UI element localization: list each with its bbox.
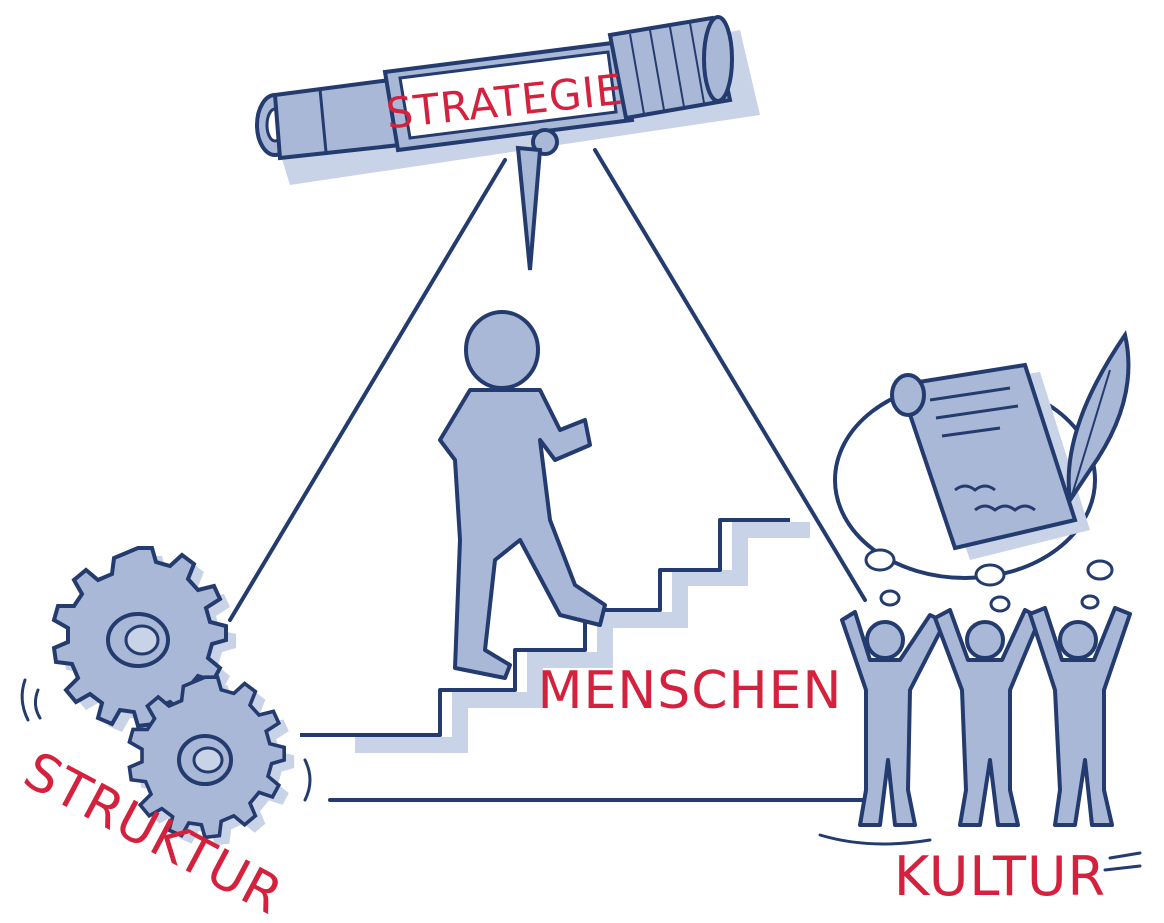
- person-middle-icon: [933, 608, 1042, 827]
- person-left-icon: [840, 610, 947, 827]
- triangle-right-edge: [593, 148, 867, 602]
- kultur-label: KULTUR: [894, 845, 1106, 908]
- triangle-left-edge: [228, 158, 507, 622]
- triangle-frame: [228, 148, 882, 802]
- quill-icon: [1066, 330, 1131, 506]
- person-right-icon: [1028, 606, 1132, 827]
- telescope-icon: [255, 15, 760, 271]
- menschen-label: MENSCHEN: [538, 661, 843, 721]
- scroll-icon: [890, 362, 1090, 560]
- gears-icon: [20, 546, 312, 846]
- climbing-person-icon: [438, 310, 607, 680]
- culture-group-icon: [818, 330, 1142, 872]
- stairs-icon: [300, 518, 810, 753]
